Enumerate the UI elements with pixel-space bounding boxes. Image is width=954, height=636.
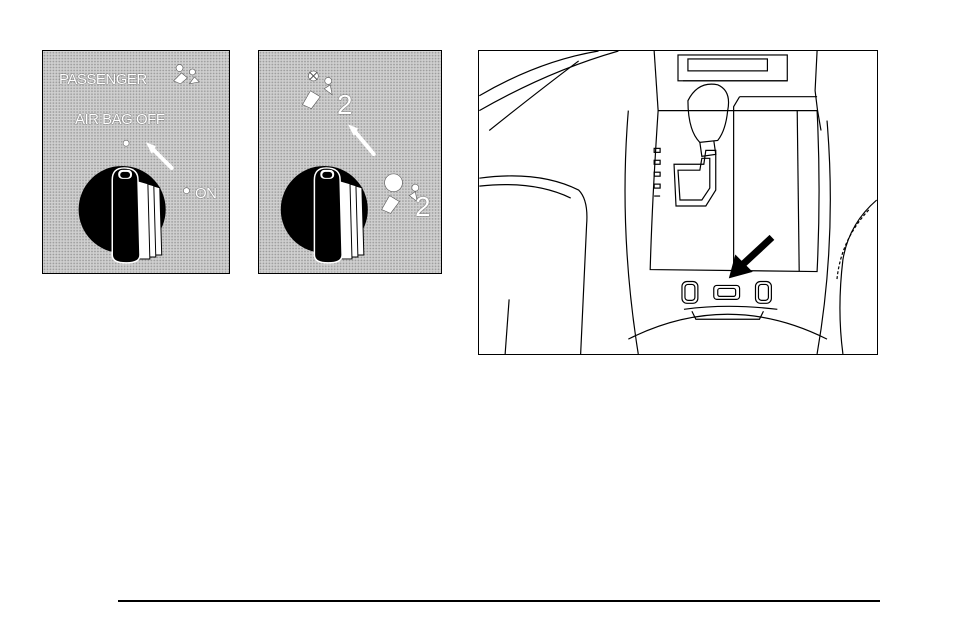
footer-rule — [118, 600, 880, 602]
center-console-illustration — [478, 50, 878, 355]
seat-2-label-top: 2 — [337, 89, 353, 121]
on-label: ON — [195, 185, 217, 202]
passenger-label: PASSENGER — [59, 71, 147, 88]
seat-2-label-bottom: 2 — [415, 191, 431, 223]
arrow-icon — [730, 240, 770, 278]
center-console-drawing — [479, 51, 877, 354]
airbag-switch-off-illustration: PASSENGER AIR BAG OFF ON — [42, 50, 230, 274]
airbag-off-label: AIR BAG OFF — [75, 111, 165, 128]
airbag-switch-on-illustration: 2 2 — [258, 50, 442, 274]
airbag-switch-on-drawing — [259, 51, 441, 273]
